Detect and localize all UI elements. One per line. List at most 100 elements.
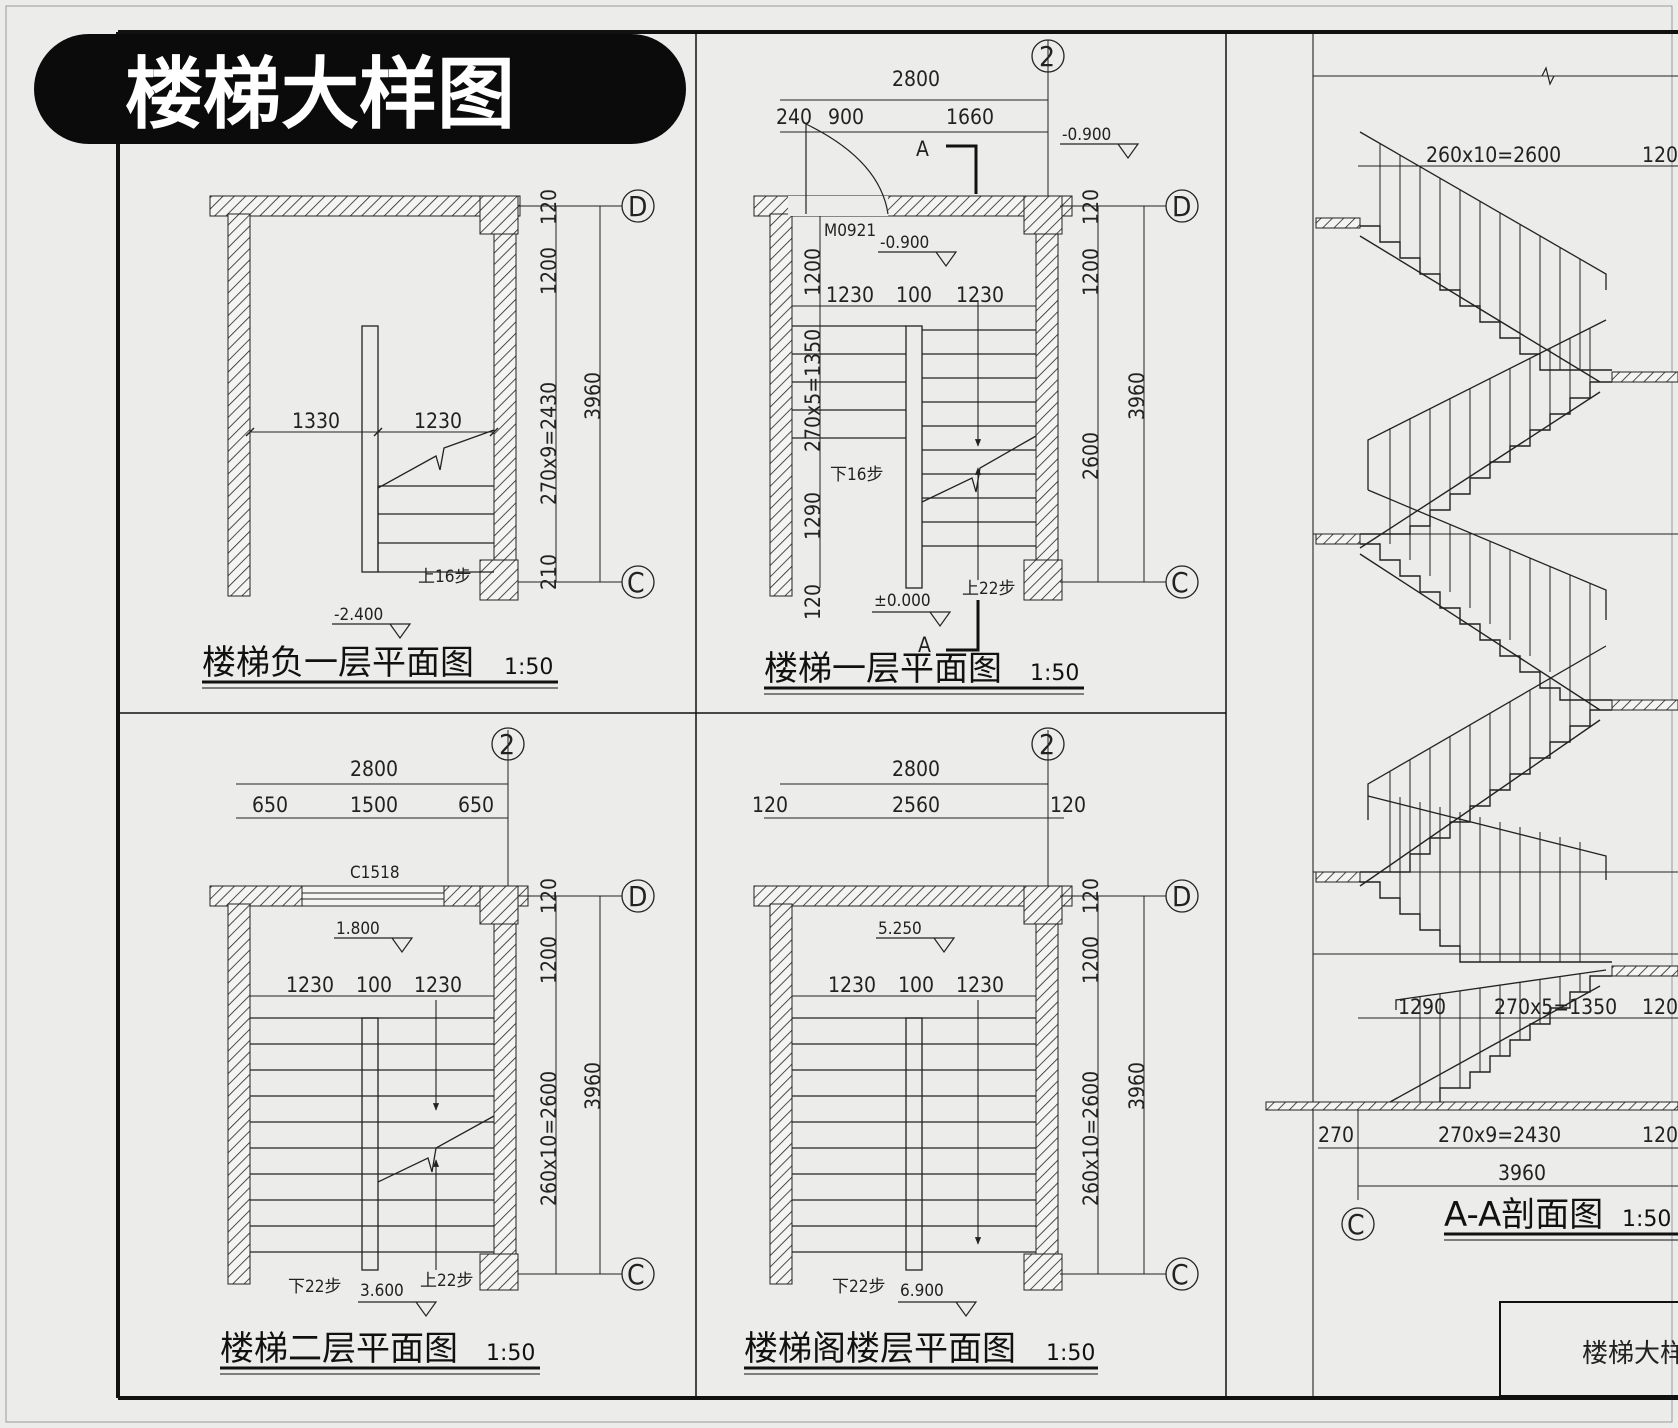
dim-1500: 1500: [350, 793, 398, 817]
bottom-elevation-label: 3.600: [360, 1281, 404, 1301]
dim-3960: 3960: [581, 372, 605, 420]
wall-west: [769, 903, 793, 1285]
axis-bubble-d: [621, 879, 655, 913]
axis-label-d: D: [1172, 190, 1191, 223]
dim-1330: 1330: [292, 409, 340, 433]
elevation-label: -2.400: [334, 605, 383, 625]
axis-label-2: 2: [499, 728, 515, 761]
dim-210: 210: [537, 554, 561, 590]
axis-bubble-c: [621, 1257, 655, 1291]
dim-1200: 1200: [537, 247, 561, 295]
cut-line: [921, 435, 1037, 503]
cut-line: [377, 429, 495, 489]
sheet-trim: [5, 5, 1673, 1423]
dim-1350: 270x5=1350: [1494, 995, 1617, 1019]
balusters: [1379, 144, 1591, 1102]
dim-650-right: 650: [458, 793, 494, 817]
first-plan-title: 楼梯一层平面图: [764, 649, 1002, 689]
dim-2430: 270x9=2430: [537, 382, 561, 505]
dim-1230: 1230: [414, 409, 462, 433]
page-title: 楼梯大样图: [125, 50, 515, 140]
down-steps-label: 下22步: [288, 1277, 341, 1297]
dim-1200: 1200: [1079, 936, 1103, 984]
wall-east: [493, 903, 517, 1285]
dim-2560: 2560: [892, 793, 940, 817]
axis-bubble-d: [621, 189, 655, 223]
wall-west: [769, 213, 793, 597]
dim-100: 100: [898, 973, 934, 997]
dim-240: 240: [776, 105, 812, 129]
basement-plan-scale: 1:50: [504, 655, 553, 680]
axis-bubble-c: [1341, 1207, 1375, 1241]
section-title: A-A剖面图: [1444, 1195, 1603, 1235]
dim-1230-left: 1230: [286, 973, 334, 997]
dim-2800: 2800: [892, 757, 940, 781]
dim-1230-left: 1230: [826, 283, 874, 307]
dim-1230-right: 1230: [414, 973, 462, 997]
dim-2800: 2800: [892, 67, 940, 91]
elevation-marker: [332, 623, 412, 640]
basement-plan-title: 楼梯负一层平面图: [202, 643, 474, 683]
drawing-frame: [116, 30, 1678, 1400]
title-block: 楼梯大样: [1499, 1301, 1678, 1397]
door-code: M0921: [824, 221, 876, 241]
section-a-a: 260x10=2600 120: [1265, 66, 1678, 1241]
axis-label-c: C: [1347, 1208, 1365, 1241]
dim-3960: 3960: [1125, 372, 1149, 420]
attic-floor-plan: 2800 120 2560 120 2 5.250 1230 100 1230 …: [744, 727, 1199, 1375]
column-ne: [479, 885, 519, 925]
axis-label-c: C: [627, 566, 645, 599]
stair-treads: [377, 485, 494, 573]
dim-900: 900: [828, 105, 864, 129]
dim-650-left: 650: [252, 793, 288, 817]
wall-west: [227, 213, 251, 597]
axis-label-2: 2: [1039, 728, 1055, 761]
axis-label-2: 2: [1039, 40, 1055, 73]
header-banner: 楼梯大样图: [34, 34, 686, 144]
dim-1200: 1200: [537, 936, 561, 984]
section-mark-top: A: [916, 137, 929, 161]
dim-1230-left: 1230: [828, 973, 876, 997]
dim-2800: 2800: [350, 757, 398, 781]
column-se: [479, 559, 519, 601]
column-ne: [1023, 195, 1063, 235]
dim-270: 270: [1318, 1123, 1354, 1147]
inner-elevation-label: -0.900: [880, 233, 929, 253]
second-plan-title: 楼梯二层平面图: [220, 1329, 458, 1369]
wall-east: [1035, 903, 1059, 1285]
axis-label-c: C: [1171, 566, 1189, 599]
dim-2430: 270x9=2430: [1438, 1123, 1561, 1147]
top-dim-2600: 260x10=2600: [1426, 143, 1561, 167]
column-ne: [1023, 885, 1063, 925]
top-elevation-label: -0.900: [1062, 125, 1111, 145]
axis-label-c: C: [1171, 1258, 1189, 1291]
window-code: C1518: [350, 863, 400, 883]
dim-3960: 3960: [1125, 1062, 1149, 1110]
axis-bubble-2: [1031, 727, 1065, 761]
column-se: [1023, 559, 1063, 601]
axis-bubble-c: [621, 565, 655, 599]
down-steps-label: 下22步: [832, 1277, 885, 1297]
dim-120-right: 120: [1050, 793, 1086, 817]
axis-bubble-2: [491, 727, 525, 761]
dim-100: 100: [896, 283, 932, 307]
top-elevation-label: 1.800: [336, 919, 380, 939]
first-plan-scale: 1:50: [1030, 661, 1079, 686]
dim-120-bottom: 120: [801, 584, 825, 620]
top-dim-120: 120: [1642, 143, 1678, 167]
dim-3960: 3960: [581, 1062, 605, 1110]
stair-treads: [792, 1017, 1036, 1253]
dim-1200-right: 1200: [1079, 248, 1103, 296]
dim-120-mid: 120: [1642, 995, 1678, 1019]
axis-bubble-d: [1165, 189, 1199, 223]
dim-1290: 1290: [1398, 995, 1446, 1019]
dim-120-right: 120: [1079, 189, 1103, 225]
title-block-text: 楼梯大样: [1582, 1339, 1678, 1369]
top-elevation-label: 5.250: [878, 919, 922, 939]
stair-treads: [792, 325, 1036, 547]
axis-bubble-c: [1165, 1257, 1199, 1291]
column-se: [1023, 1253, 1063, 1291]
section-line-top: [946, 144, 978, 194]
handrails: [1359, 131, 1607, 1010]
